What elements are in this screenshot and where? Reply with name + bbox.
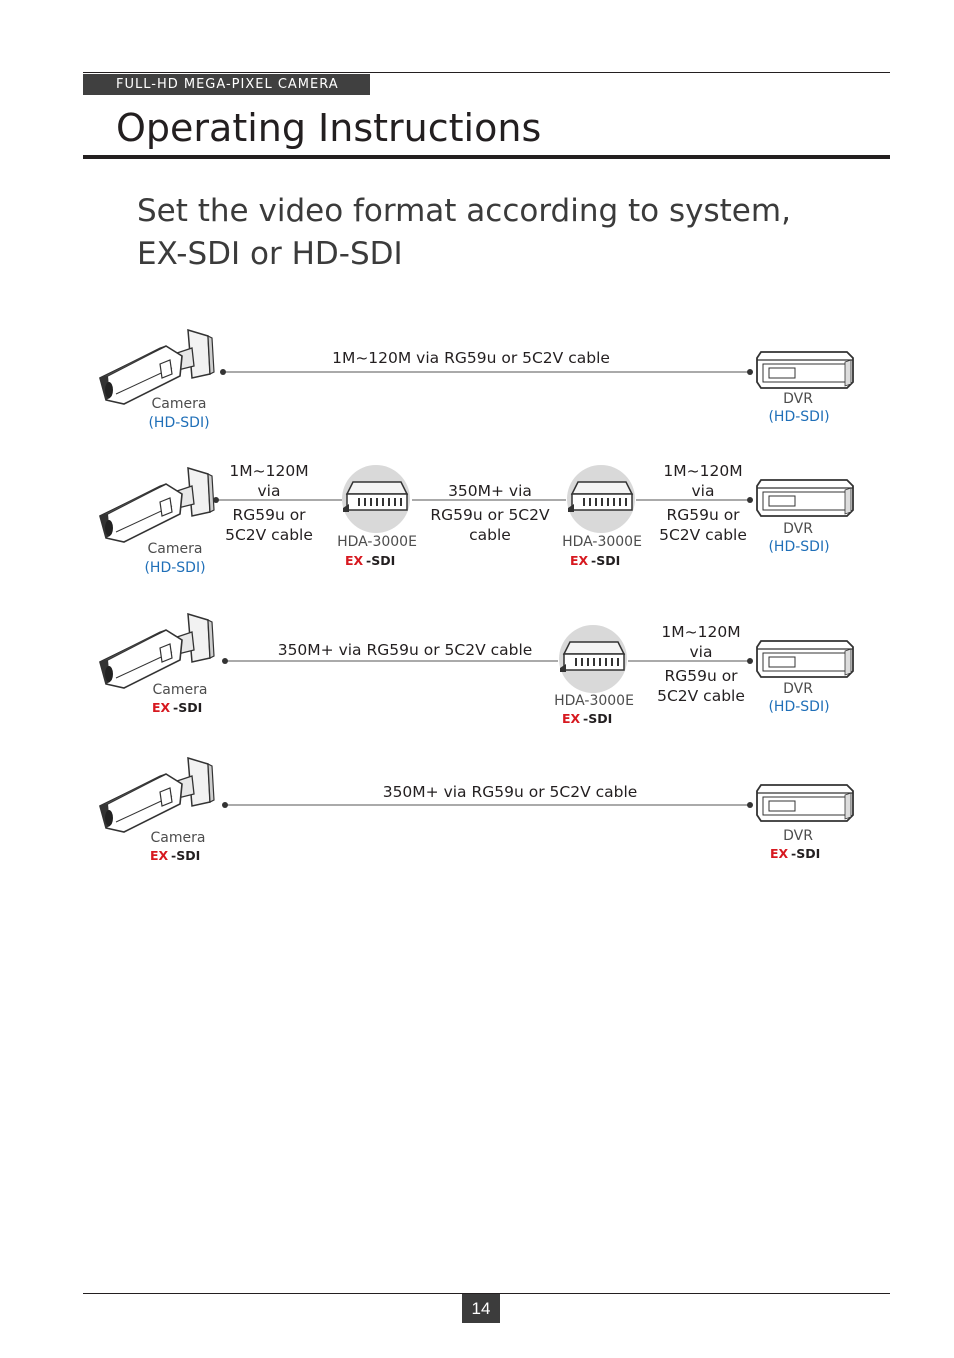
row2-hda-right-label: HDA-3000E: [562, 534, 642, 550]
title-rule: [83, 155, 890, 159]
camera-icon: [96, 754, 220, 834]
row2-mid-cable-3: cable: [469, 526, 511, 544]
row4-dot-right: [747, 802, 753, 808]
row2-left-cable-4: 5C2V cable: [225, 526, 313, 544]
row2-camera-label: Camera: [147, 541, 203, 557]
exsdi-logo: [345, 553, 409, 567]
page-title: Operating Instructions: [116, 106, 542, 150]
row3-right-cable-3: RG59u or: [664, 667, 738, 685]
row3-right-cable-2: via: [689, 643, 713, 661]
row2-hda-left-label: HDA-3000E: [337, 534, 417, 550]
page-number: 14: [462, 1294, 500, 1323]
row1-dot-right: [747, 369, 753, 375]
row3-camera-label: Camera: [152, 682, 208, 698]
row2-dvr-label: DVR: [783, 521, 813, 537]
camera-icon: [96, 464, 220, 544]
product-tag: FULL-HD MEGA-PIXEL CAMERA: [83, 74, 370, 95]
row1-camera-format: (HD-SDI): [148, 415, 210, 431]
row2-left-cable-3: RG59u or: [232, 506, 306, 524]
camera-icon: [96, 610, 220, 690]
row3-dvr-format: (HD-SDI): [768, 699, 830, 715]
subtitle-line-2: EX-SDI or HD-SDI: [137, 236, 403, 272]
row3-dvr-label: DVR: [783, 681, 813, 697]
dvr-icon: [755, 476, 855, 520]
row2-left-cable-2: via: [257, 482, 281, 500]
row2-dvr-format: (HD-SDI): [768, 539, 830, 555]
row4-cable-label: 350M+ via RG59u or 5C2V cable: [382, 783, 638, 801]
row2-dot-right: [747, 497, 753, 503]
row4-dot-left: [222, 802, 228, 808]
dvr-icon: [755, 781, 855, 825]
row2-left-cable-1: 1M~120M: [229, 462, 309, 480]
dvr-icon: [755, 637, 855, 681]
exsdi-logo: [150, 848, 214, 862]
row2-right-cable-2: via: [691, 482, 715, 500]
row1-cable-label: 1M~120M via RG59u or 5C2V cable: [332, 349, 610, 367]
dvr-icon: [755, 348, 855, 392]
row4-dvr-label: DVR: [783, 828, 813, 844]
row1-camera-label: Camera: [151, 396, 207, 412]
row2-right-cable-4: 5C2V cable: [659, 526, 747, 544]
bottom-rule: [83, 1293, 890, 1294]
exsdi-logo: [570, 553, 634, 567]
row1-dot-left: [220, 369, 226, 375]
row1-dvr-format: (HD-SDI): [768, 409, 830, 425]
row2-mid-cable-1: 350M+ via: [448, 482, 532, 500]
distributor-icon: [566, 464, 636, 534]
row3-dot-right: [747, 658, 753, 664]
row3-hda-label: HDA-3000E: [554, 693, 634, 709]
top-rule: [83, 72, 890, 73]
row3-dot-left: [222, 658, 228, 664]
exsdi-logo: [562, 711, 626, 725]
row2-right-cable-1: 1M~120M: [663, 462, 743, 480]
subtitle-line-1: Set the video format according to system…: [137, 193, 791, 229]
distributor-icon: [341, 464, 411, 534]
row2-dot-left: [213, 497, 219, 503]
section-subtitle: Set the video format according to system…: [137, 190, 791, 276]
distributor-icon: [558, 624, 628, 694]
camera-icon: [96, 326, 220, 406]
row2-right-cable-3: RG59u or: [666, 506, 740, 524]
exsdi-logo: [770, 846, 834, 860]
row1-dvr-label: DVR: [783, 391, 813, 407]
row3-right-cable-1: 1M~120M: [661, 623, 741, 641]
exsdi-logo: [152, 700, 216, 714]
row2-mid-cable-2: RG59u or 5C2V: [430, 506, 550, 524]
row3-right-cable-4: 5C2V cable: [657, 687, 745, 705]
row2-camera-format: (HD-SDI): [144, 560, 206, 576]
row3-cable-label: 350M+ via RG59u or 5C2V cable: [277, 641, 533, 659]
row4-camera-label: Camera: [150, 830, 206, 846]
